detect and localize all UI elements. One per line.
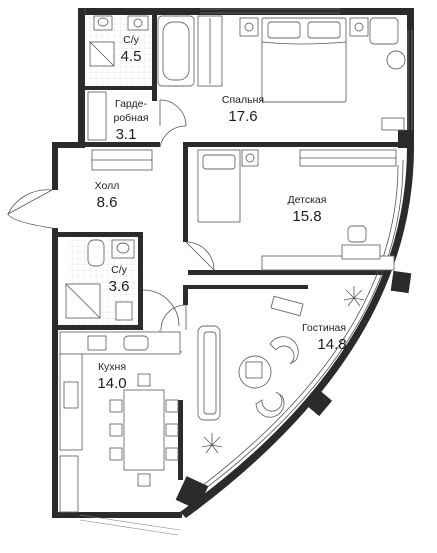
walls xyxy=(52,8,415,518)
windows xyxy=(79,8,413,536)
kitchen-area: 14.0 xyxy=(97,375,126,392)
wardrobe-area: 3.1 xyxy=(116,126,137,143)
bedroom-area: 17.6 xyxy=(228,108,257,125)
bath2-area: 3.6 xyxy=(109,278,130,295)
living-area: 14.8 xyxy=(317,336,346,353)
hall-name: Холл xyxy=(95,180,120,192)
wardrobe-name-line1: Гарде- xyxy=(115,98,148,110)
room-labels: С/у 4.5 Спальня 17.6 Гарде- робная 3.1 Х… xyxy=(95,34,347,392)
bed xyxy=(261,17,347,103)
wardrobe-name-line2: робная xyxy=(113,112,148,124)
bath1-area: 4.5 xyxy=(121,48,142,65)
living-name: Гостиная xyxy=(302,322,346,334)
bath2-name: С/у xyxy=(111,264,128,276)
kids-area: 15.8 xyxy=(292,208,321,225)
hall-area: 8.6 xyxy=(97,194,118,211)
kitchen-name: Кухня xyxy=(98,361,126,373)
bath1-name: С/у xyxy=(123,34,140,46)
kids-name: Детская xyxy=(288,194,327,206)
bedroom-name: Спальня xyxy=(222,94,264,106)
dining-table xyxy=(123,389,165,471)
furniture xyxy=(59,15,406,513)
